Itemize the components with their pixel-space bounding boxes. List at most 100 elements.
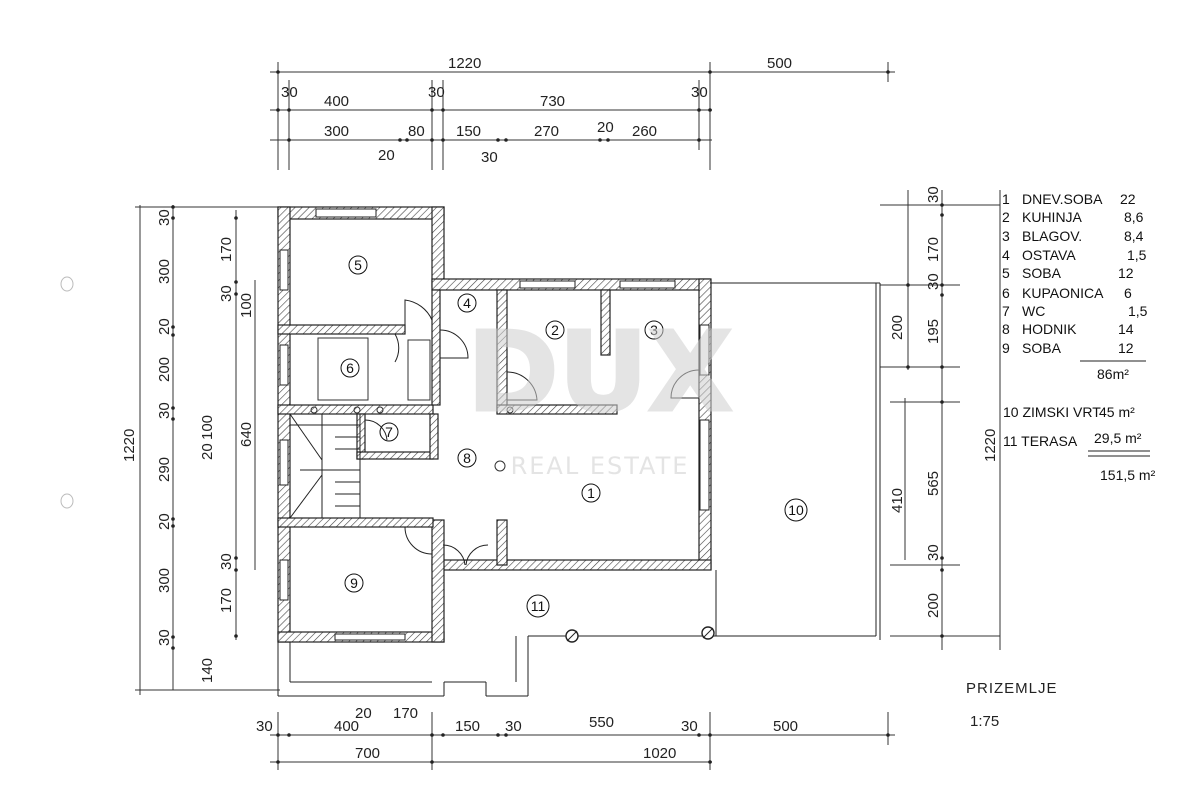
- room-8-marker: [457, 448, 477, 468]
- legend-total: 151,5 m²: [1100, 467, 1156, 483]
- room-6-marker: [340, 358, 360, 378]
- legend-terasa: 11 TERASA: [1003, 433, 1078, 449]
- room-7-marker: [379, 422, 399, 442]
- right-dim-overall: 1220: [982, 429, 999, 462]
- room-11-marker: [526, 594, 550, 618]
- bottom-dim-700: 700: [355, 745, 380, 762]
- left-dim-30in: 30: [218, 285, 235, 302]
- left-dim-overall: 1220: [121, 429, 138, 462]
- room-1-label: 1: [587, 485, 595, 501]
- legend-subtotal: 86m²: [1097, 366, 1129, 382]
- top-dim-270: 270: [534, 123, 559, 140]
- legend-zimski-area: 45 m²: [1099, 404, 1135, 420]
- left-dim-ticks: [171, 205, 238, 650]
- bottom-dim-20: 20: [355, 705, 372, 722]
- top-dim-20a: 20: [378, 147, 395, 164]
- legend-area-5: 12: [1118, 265, 1134, 281]
- left-dim-140: 140: [199, 658, 216, 683]
- room-5-label: 5: [354, 257, 362, 273]
- bottom-dim-550: 550: [589, 714, 614, 731]
- right-dim-410: 410: [889, 488, 906, 513]
- zimski-vrt-outline: [710, 282, 881, 640]
- room-5-marker: [348, 255, 368, 275]
- legend-num-3: 3: [1002, 228, 1010, 244]
- legend-area-6: 6: [1124, 285, 1132, 301]
- right-dim-170: 170: [925, 237, 942, 262]
- binder-hole-bottom: [60, 493, 74, 509]
- right-dimensions: [880, 190, 1001, 650]
- legend-area-4: 1,5: [1127, 247, 1147, 263]
- room-8-label: 8: [463, 450, 471, 466]
- legend-area-3: 8,4: [1124, 228, 1144, 244]
- legend-name-6: KUPAONICA: [1022, 285, 1104, 301]
- legend-zimski: 10 ZIMSKI VRT: [1003, 404, 1101, 420]
- legend-name-3: BLAGOV.: [1022, 228, 1082, 244]
- top-dim-300: 300: [324, 123, 349, 140]
- top-dim-150: 150: [456, 123, 481, 140]
- left-dim-170a: 170: [218, 237, 235, 262]
- right-dim-30c: 30: [925, 544, 942, 561]
- left-dim-20in: 20: [199, 443, 216, 460]
- legend-terasa-area: 29,5 m²: [1094, 430, 1142, 446]
- right-dim-565: 565: [925, 471, 942, 496]
- bottom-dim-ticks: [276, 733, 890, 764]
- room-2-marker: [545, 320, 565, 340]
- legend-name-5: SOBA: [1022, 265, 1062, 281]
- room-3-label: 3: [650, 322, 658, 338]
- room-9-label: 9: [350, 575, 358, 591]
- room-3-marker: [644, 320, 664, 340]
- fixtures: [310, 337, 514, 472]
- room-9-marker: [344, 573, 364, 593]
- room-markers: 1 2 3 4 5 6 7 8 9 10 11: [340, 255, 808, 618]
- bottom-dim-1020: 1020: [643, 745, 676, 762]
- plan-title: PRIZEMLJE: [966, 680, 1058, 697]
- left-dim-200: 200: [156, 357, 173, 382]
- left-dim-300b: 300: [156, 568, 173, 593]
- left-dim-640: 640: [238, 422, 255, 447]
- plan-scale: 1:75: [970, 713, 999, 730]
- legend-num-9: 9: [1002, 340, 1010, 356]
- right-dim-200a: 200: [889, 315, 906, 340]
- top-dim-ext: 500: [767, 55, 792, 72]
- right-dim-30b: 30: [925, 273, 942, 290]
- legend-name-8: HODNIK: [1022, 321, 1077, 337]
- left-dim-290: 290: [156, 457, 173, 482]
- bottom-dim-170: 170: [393, 705, 418, 722]
- bottom-dim-500: 500: [773, 718, 798, 735]
- top-dim-730: 730: [540, 93, 565, 110]
- bottom-dim-400: 400: [334, 718, 359, 735]
- left-dim-30d: 30: [218, 553, 235, 570]
- legend-name-7: WC: [1022, 303, 1045, 319]
- terasa-outline: [277, 635, 716, 697]
- posts: [565, 626, 715, 643]
- top-dimensions: [270, 62, 895, 170]
- legend-area-9: 12: [1118, 340, 1134, 356]
- top-dim-30b: 30: [428, 84, 445, 101]
- left-dim-100a: 100: [238, 293, 255, 318]
- legend-name-2: KUHINJA: [1022, 209, 1083, 225]
- top-dim-ticks: [276, 70, 890, 142]
- top-dim-30a: 30: [281, 84, 298, 101]
- watermark: DUX REAL ESTATE: [466, 307, 734, 481]
- bottom-dim-150: 150: [455, 718, 480, 735]
- legend-num-6: 6: [1002, 285, 1010, 301]
- legend-name-1: DNEV.SOBA: [1022, 191, 1103, 207]
- stairs: [289, 413, 361, 519]
- right-dim-200b: 200: [925, 593, 942, 618]
- legend-num-4: 4: [1002, 247, 1010, 263]
- room-4-marker: [457, 293, 477, 313]
- left-dim-20b: 20: [156, 513, 173, 530]
- legend: 1 DNEV.SOBA 22 2 KUHINJA 8,6 3 BLAGOV. 8…: [1002, 191, 1156, 483]
- top-dim-400: 400: [324, 93, 349, 110]
- legend-num-1: 1: [1002, 191, 1010, 207]
- room-6-label: 6: [346, 360, 354, 376]
- top-dim-80: 80: [408, 123, 425, 140]
- legend-area-2: 8,6: [1124, 209, 1144, 225]
- top-dim-20b: 20: [597, 119, 614, 136]
- left-dim-20a: 20: [156, 318, 173, 335]
- watermark-brand: DUX: [467, 308, 732, 436]
- legend-num-5: 5: [1002, 265, 1010, 281]
- left-dim-300a: 300: [156, 259, 173, 284]
- room-11-label: 11: [531, 598, 546, 614]
- bottom-dim-30a: 30: [256, 718, 273, 735]
